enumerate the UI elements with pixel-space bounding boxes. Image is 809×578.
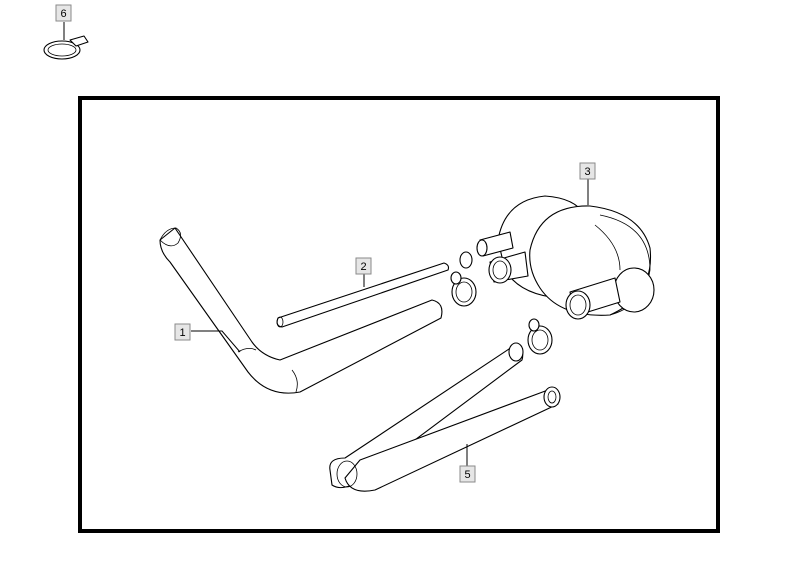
callout-3: 3: [579, 162, 596, 180]
valve-assembly-3[interactable]: [476, 195, 655, 320]
hose-clamp-upper[interactable]: [450, 251, 477, 307]
svg-text:5: 5: [464, 469, 470, 481]
callout-6: 6: [55, 4, 72, 22]
clamp-detail-6[interactable]: [43, 22, 89, 60]
svg-text:2: 2: [360, 261, 366, 273]
svg-text:1: 1: [179, 327, 185, 339]
diagram-frame: [78, 96, 720, 533]
callout-2: 2: [355, 257, 372, 275]
callout-5: 5: [459, 465, 476, 483]
thin-tube-2[interactable]: [276, 262, 450, 328]
svg-text:6: 6: [60, 8, 66, 20]
callout-1: 1: [174, 323, 191, 341]
svg-text:3: 3: [584, 166, 590, 178]
hose-clamp-lower[interactable]: [527, 318, 553, 355]
y-hose-5[interactable]: [329, 342, 561, 492]
